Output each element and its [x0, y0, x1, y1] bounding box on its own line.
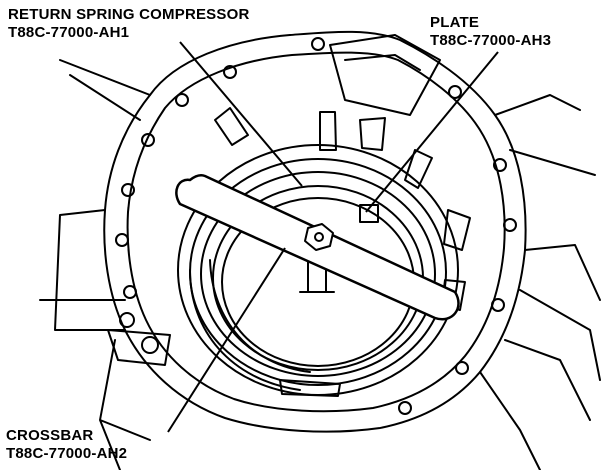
upper-boss: [329, 34, 441, 116]
leader-plate: [365, 51, 499, 213]
right-housing: [479, 94, 601, 470]
crossbar-center-nut: [304, 223, 334, 251]
case-flange-inner: [126, 51, 506, 413]
plate-part-number: T88C-77000-AH3: [430, 32, 552, 49]
plate-label: PLATE: [430, 14, 480, 31]
callout-crossbar: CROSSBAR T88C-77000-AH2: [6, 427, 127, 463]
flange-bolt-holes: [115, 37, 517, 415]
leader-lines: [167, 41, 499, 433]
callout-plate: PLATE T88C-77000-AH3: [430, 14, 551, 50]
left-bracket: [107, 329, 171, 366]
return-spring-compressor-label: RETURN SPRING COMPRESSOR: [8, 6, 250, 23]
leader-return-spring-compressor: [179, 41, 303, 187]
crossbar-label: CROSSBAR: [6, 427, 94, 444]
crossbar-center-bolt: [314, 232, 324, 242]
callout-return-spring-compressor: RETURN SPRING COMPRESSOR T88C-77000-AH1: [8, 6, 250, 42]
leader-crossbar: [167, 247, 286, 433]
return-spring-compressor-part-number: T88C-77000-AH1: [8, 24, 130, 41]
left-housing: [39, 59, 151, 470]
crossbar-part-number: T88C-77000-AH2: [6, 445, 128, 462]
retainer-tabs: [214, 107, 471, 397]
